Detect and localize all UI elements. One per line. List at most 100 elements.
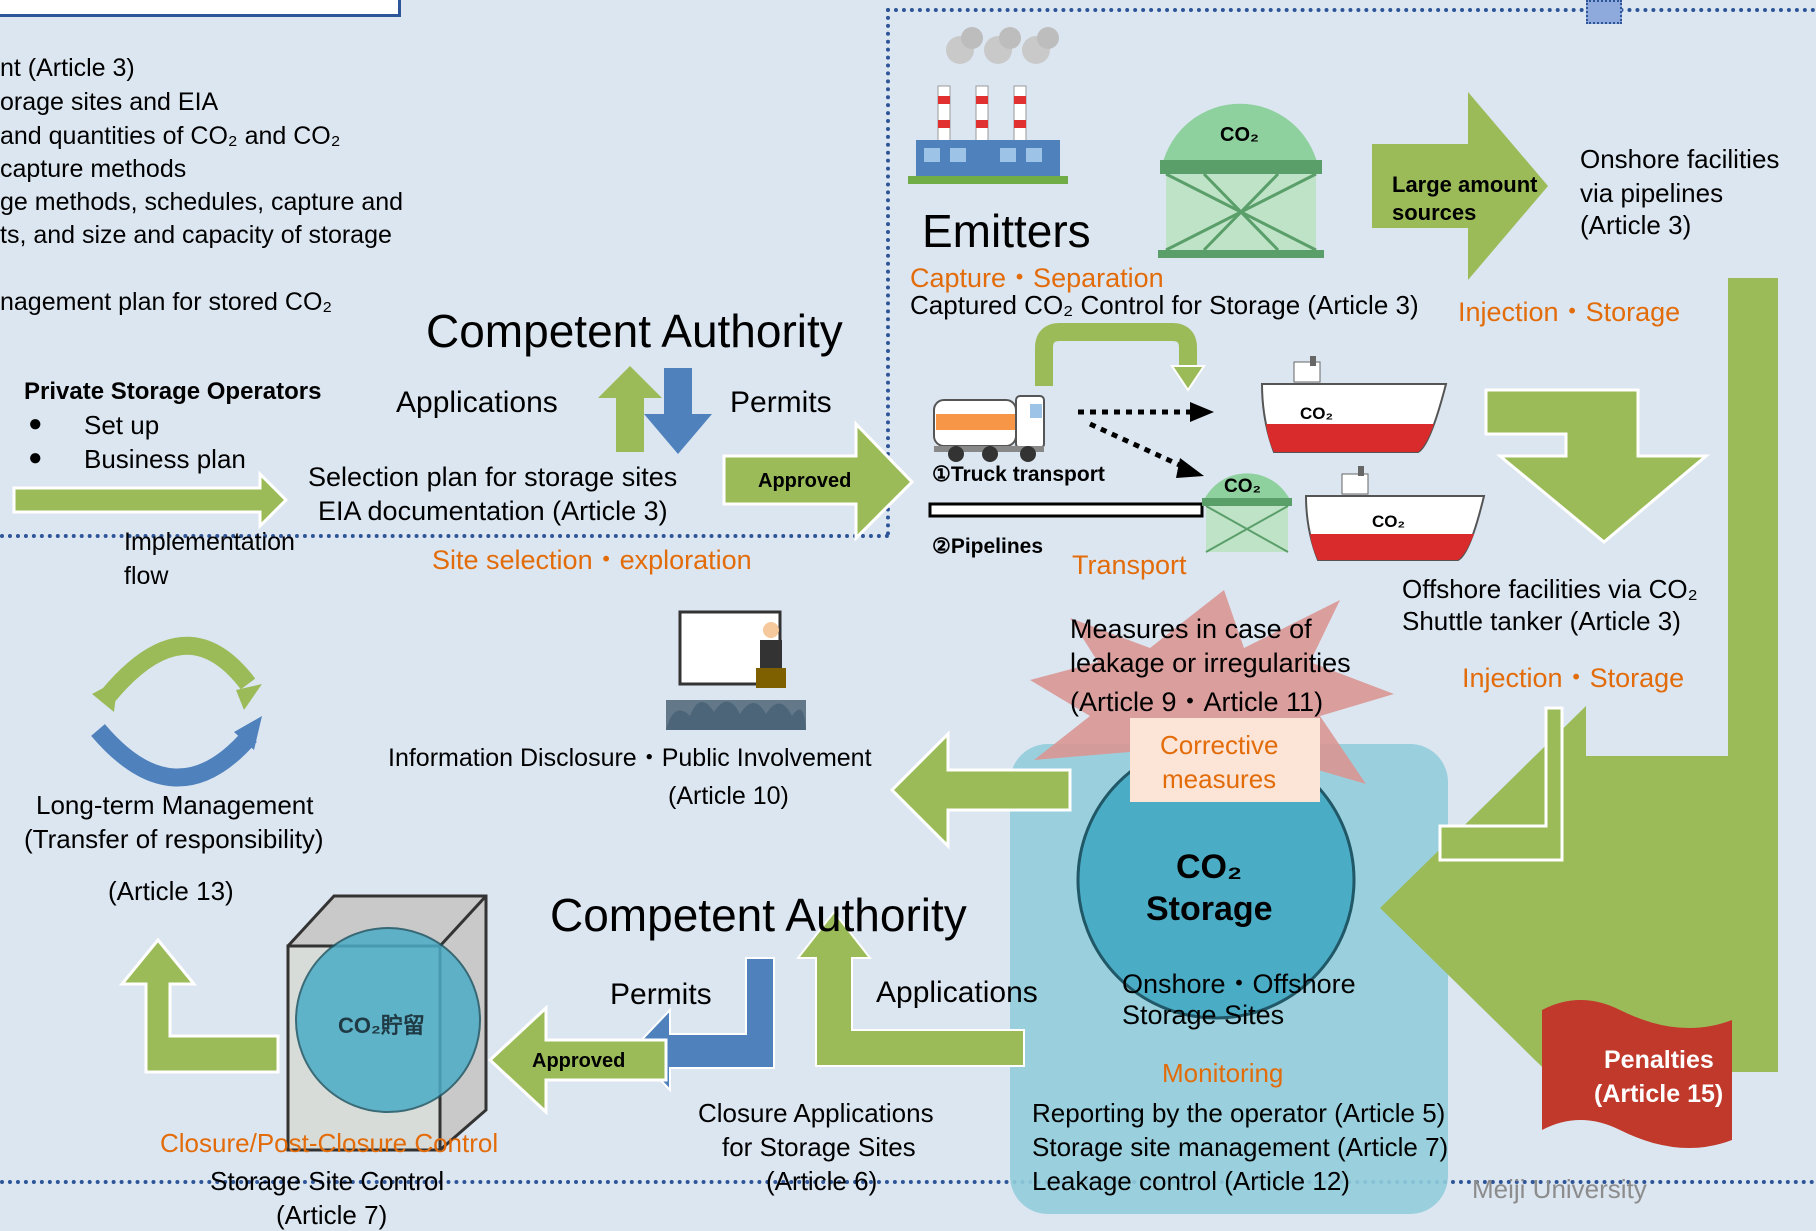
- leakage-line-3: (Article 9・Article 11): [1070, 687, 1324, 717]
- corrective-line-1: Corrective: [1160, 730, 1279, 760]
- leakage-line-1: Measures in case of: [1070, 614, 1312, 644]
- permits-label-top: Permits: [730, 386, 832, 419]
- large-amount-line-2: sources: [1392, 200, 1477, 225]
- top-region-border: [886, 8, 1816, 12]
- bullet-dot-1: ●: [28, 410, 43, 437]
- requirement-list-line-7: nagement plan for stored CO₂: [0, 288, 333, 316]
- requirement-list-line-4: capture methods: [0, 155, 187, 183]
- authority-region-divider: [886, 8, 890, 536]
- storage-title-co2: CO₂: [1176, 848, 1243, 886]
- storage-title: Storage: [1146, 890, 1273, 928]
- co2-small-tank-label: CO₂: [1224, 476, 1261, 497]
- operators-bullet-plan: Business plan: [84, 444, 246, 474]
- storage-sites-line-1: Onshore・Offshore: [1122, 969, 1356, 999]
- closure-control-label: Closure/Post-Closure Control: [160, 1128, 499, 1158]
- presenter-icon: [666, 610, 806, 730]
- transport-curve-arrowhead: [1170, 365, 1206, 392]
- watermark: Meiji University: [1472, 1174, 1647, 1204]
- truck-icon: [933, 395, 1045, 462]
- capture-separation-label: Capture・Separation: [910, 263, 1164, 293]
- info-disclosure-label: Information Disclosure・Public Involvemen…: [388, 744, 872, 772]
- requirement-list-line-5: ge methods, schedules, capture and: [0, 188, 404, 216]
- co2-ship-label-lower: CO₂: [1372, 512, 1406, 531]
- penalties-flag: [1542, 1000, 1732, 1148]
- cycle-arrows-icon: [91, 636, 262, 787]
- approved-label-top: Approved: [758, 470, 852, 492]
- report-line-3: Leakage control (Article 12): [1032, 1166, 1350, 1196]
- competent-authority-top: Competent Authority: [426, 305, 843, 357]
- captured-co2-label: Captured CO₂ Control for Storage (Articl…: [910, 290, 1419, 320]
- bottom-applications-arrow: [795, 910, 1025, 1067]
- main-flow-arrow: [1380, 278, 1778, 1110]
- permits-down-arrow: [644, 368, 712, 454]
- requirement-list-line-3: and quantities of CO₂ and CO₂: [0, 122, 341, 150]
- ship-icon-upper: [1260, 356, 1448, 453]
- monitoring-label: Monitoring: [1162, 1058, 1284, 1088]
- truck-transport-label: ①Truck transport: [932, 463, 1105, 486]
- long-term-line-1: Long-term Management: [36, 790, 314, 820]
- cube-co2-label: CO₂貯留: [338, 1013, 425, 1038]
- storage-site-control-line-1: Storage Site Control: [210, 1166, 445, 1196]
- large-source-arrow: [1372, 92, 1548, 280]
- onshore-facilities-line-3: (Article 3): [1580, 210, 1692, 240]
- pipelines-label: ②Pipelines: [932, 535, 1044, 558]
- site-selection-label: Site selection・exploration: [432, 545, 752, 575]
- storage-cube-icon: [286, 894, 488, 1152]
- approved-label-bottom: Approved: [532, 1050, 626, 1072]
- leakage-burst: [1030, 590, 1394, 826]
- long-term-line-2: (Transfer of responsibility): [24, 824, 324, 854]
- large-amount-line-1: Large amount: [1392, 172, 1538, 197]
- implementation-flow-label-2: flow: [124, 562, 169, 590]
- selection-plan-line-2: EIA documentation (Article 3): [318, 496, 668, 526]
- requirement-list-line-2: orage sites and EIA: [0, 88, 219, 116]
- competent-authority-bottom: Competent Authority: [550, 889, 967, 941]
- bottom-region-border: [0, 1180, 1816, 1184]
- ship-icon-lower: [1304, 466, 1486, 561]
- onshore-facilities-line-2: via pipelines: [1580, 178, 1724, 208]
- penalties-line-2: (Article 15): [1594, 1080, 1724, 1108]
- storage-site-control-line-2: (Article 7): [276, 1200, 388, 1230]
- operators-bullet-setup: Set up: [84, 410, 160, 440]
- co2-tank-label: CO₂: [1220, 124, 1259, 146]
- emitters-title: Emitters: [922, 205, 1091, 257]
- injection-storage-top: Injection・Storage: [1458, 297, 1681, 327]
- bullet-dot-2: ●: [28, 444, 43, 471]
- requirement-list-line-6: ts, and size and capacity of storage: [0, 221, 392, 249]
- selection-plan-line-1: Selection plan for storage sites: [308, 462, 678, 492]
- requirement-list-line-1: nt (Article 3): [0, 54, 135, 82]
- approved-arrow-top: [722, 420, 915, 542]
- penalties-line-1: Penalties: [1604, 1046, 1714, 1074]
- leakage-line-2: leakage or irregularities: [1070, 648, 1351, 678]
- corrective-measures-box: [1130, 718, 1320, 802]
- closure-app-line-1: Closure Applications: [698, 1098, 934, 1128]
- pipeline-bar: [928, 502, 1204, 518]
- closure-up-arrow: [118, 937, 280, 1074]
- offshore-flow-arrow: [1484, 388, 1711, 544]
- disclosure-arrow: [889, 730, 1072, 850]
- info-disclosure-article: (Article 10): [668, 782, 789, 810]
- operator-flow-arrow: [12, 470, 289, 530]
- corner-tab: [1586, 0, 1622, 24]
- small-co2-tank-icon: [1202, 473, 1292, 553]
- long-term-line-3: (Article 13): [108, 876, 234, 906]
- header-box-edge: [0, 0, 401, 17]
- co2-tank-icon: [1158, 103, 1324, 258]
- report-line-2: Storage site management (Article 7): [1032, 1132, 1449, 1162]
- dotted-transport-arrows: [1078, 402, 1214, 478]
- transport-label: Transport: [1072, 550, 1187, 580]
- approved-arrow-bottom: [487, 1004, 668, 1116]
- operators-title: Private Storage Operators: [24, 378, 322, 405]
- co2-ship-label-upper: CO₂: [1300, 404, 1334, 423]
- onshore-facilities-line-1: Onshore facilities: [1580, 144, 1780, 174]
- applications-label-bottom: Applications: [876, 976, 1038, 1009]
- permits-label-bottom: Permits: [610, 978, 712, 1011]
- offshore-facilities-line-1: Offshore facilities via CO₂: [1402, 574, 1698, 604]
- report-line-1: Reporting by the operator (Article 5): [1032, 1098, 1446, 1128]
- implementation-flow-label: Implementation: [124, 528, 295, 556]
- upper-left-region-border: [0, 534, 890, 538]
- corrective-line-2: measures: [1162, 764, 1277, 794]
- injection-storage-mid: Injection・Storage: [1462, 663, 1685, 693]
- applications-label-top: Applications: [396, 386, 558, 419]
- storage-sites-line-2: Storage Sites: [1122, 1000, 1285, 1030]
